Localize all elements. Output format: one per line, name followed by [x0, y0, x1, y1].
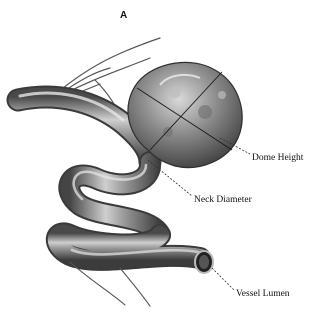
vessel-lumen-label: Vessel Lumen [236, 289, 290, 299]
dome-height-label: Dome Height [252, 153, 304, 163]
panel-label: A [120, 10, 127, 21]
vessel-lumen-leader [212, 268, 234, 290]
neck-diameter-label: Neck Diameter [194, 195, 253, 205]
